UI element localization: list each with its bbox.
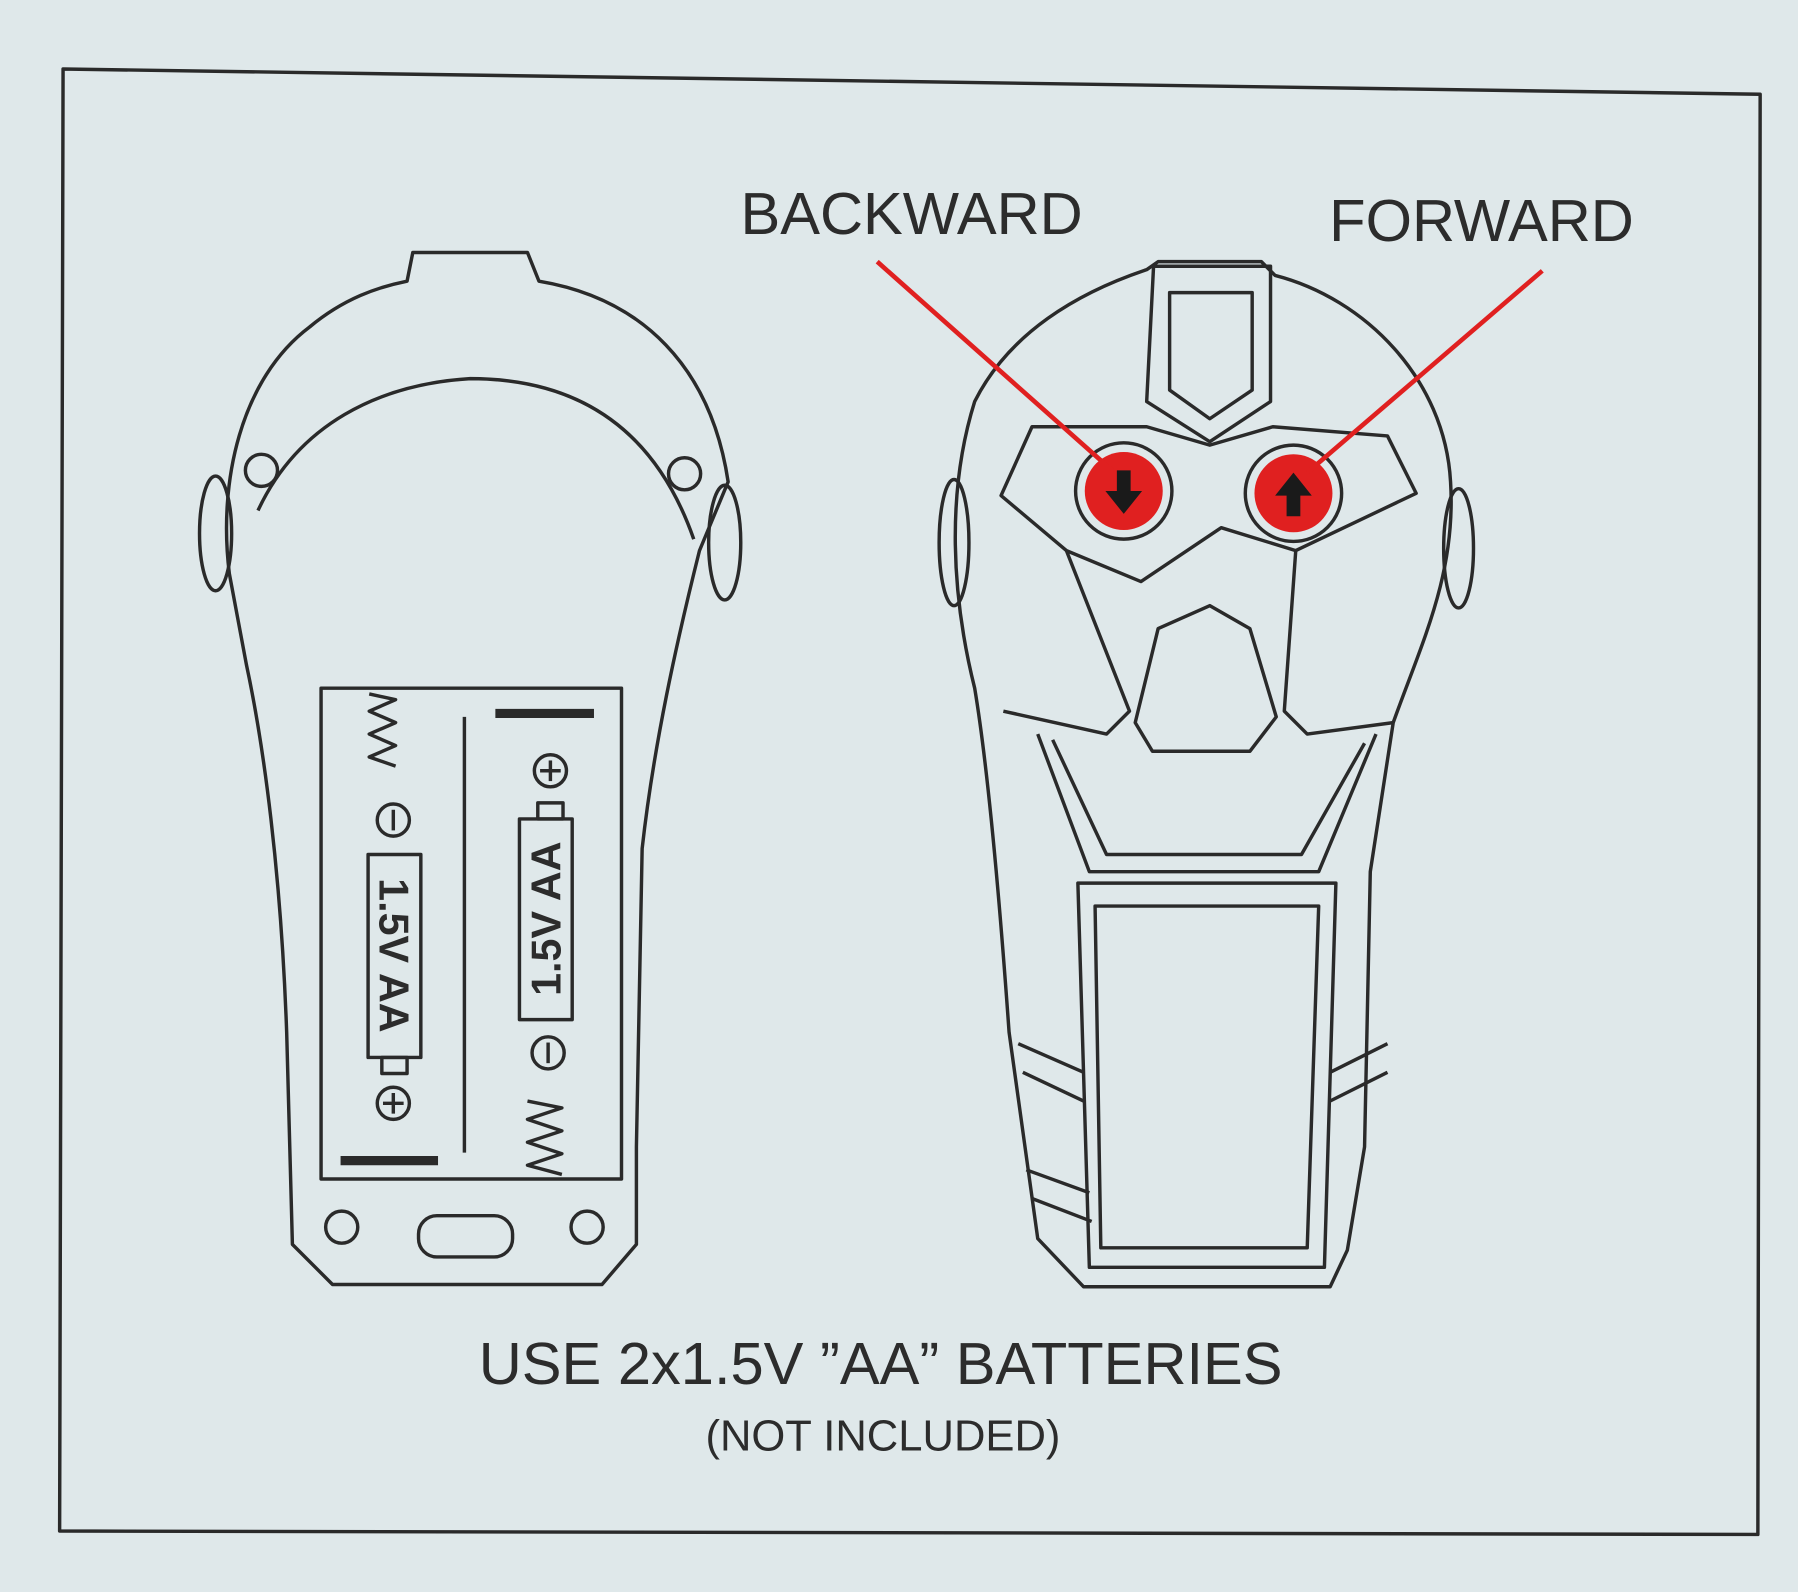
- minus-icon: [375, 802, 412, 838]
- spring-icon: [525, 1099, 564, 1177]
- battery-instruction: USE 2x1.5V ”AA” BATTERIES: [479, 1330, 1283, 1397]
- backward-label: BACKWARD: [740, 180, 1082, 247]
- battery-label: 1.5V AA: [524, 841, 570, 995]
- remote-front-view: [875, 259, 1544, 1289]
- spring-icon: [367, 692, 398, 768]
- forward-pointer: [1305, 269, 1544, 475]
- arrow-up-icon: [1275, 472, 1312, 517]
- remote-back-view: 1.5V AA 1.5V AA: [197, 250, 743, 1287]
- backward-pointer: [875, 259, 1117, 475]
- minus-icon: [530, 1035, 566, 1071]
- battery-label: 1.5V AA: [371, 878, 417, 1032]
- forward-label: FORWARD: [1329, 187, 1634, 254]
- battery-right: [517, 817, 574, 1022]
- plus-icon: [375, 1085, 412, 1122]
- not-included-note: (NOT INCLUDED): [705, 1413, 1060, 1461]
- forward-button[interactable]: [1243, 443, 1344, 544]
- backward-button[interactable]: [1073, 441, 1174, 541]
- diagram-frame: [57, 67, 1762, 1537]
- arrow-down-icon: [1105, 470, 1143, 514]
- plus-icon: [532, 752, 569, 789]
